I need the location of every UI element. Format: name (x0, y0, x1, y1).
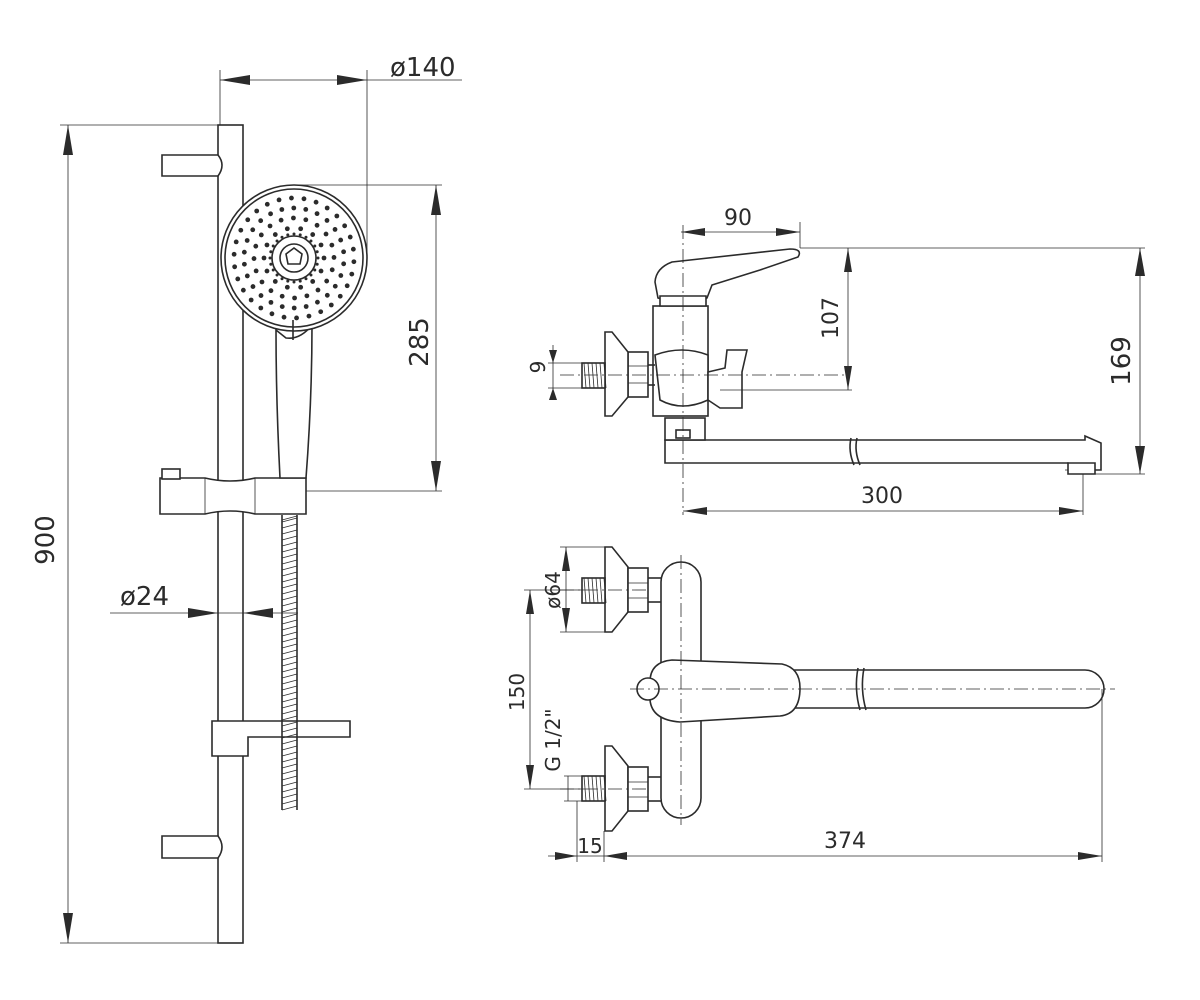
total-length-label: 374 (824, 829, 866, 854)
dimension-total-length: 374 (824, 689, 1103, 862)
shower-head-center (271, 235, 317, 281)
handset-length-label: 285 (405, 317, 435, 367)
shower-rail-set (159, 124, 368, 944)
head-diameter-label: ø140 (390, 53, 456, 83)
shower-nozzles (231, 195, 357, 321)
mixer-top-view (560, 546, 1115, 832)
connection-nut (627, 351, 649, 398)
dimension-thread-offset: 9 (526, 345, 584, 400)
dimension-thread-length: 15 (548, 801, 1102, 862)
thread-size-label: G 1/2" (541, 708, 565, 771)
rail-length-label: 900 (31, 515, 61, 565)
dimension-lever-width: 90 (681, 206, 801, 248)
lever-handle-side (654, 248, 801, 303)
spout-side (664, 434, 1102, 471)
dimension-total-height: 169 (1090, 248, 1145, 475)
thread-length-label: 15 (577, 834, 602, 858)
mixer-side-view (560, 225, 1102, 515)
lever-height-label: 107 (819, 297, 844, 339)
dimension-head-diameter: ø140 (219, 53, 462, 258)
lever-handle-top (649, 659, 801, 723)
shower-hose (281, 515, 298, 811)
thread-offset-label: 9 (526, 361, 550, 374)
wall-flange-side (604, 331, 629, 417)
lever-width-label: 90 (724, 206, 752, 231)
dimension-handset-length: 285 (294, 184, 442, 492)
dimension-rail-length: 900 (31, 124, 218, 944)
lower-flange-top (604, 745, 629, 832)
handset-handle (275, 322, 313, 479)
dimension-center-distance: 150 (505, 589, 584, 790)
soap-dish (211, 720, 351, 757)
total-height-label: 169 (1107, 336, 1137, 386)
handset-holder (159, 477, 307, 515)
spout-reach-label: 300 (861, 484, 903, 509)
diverter-knob-side (707, 349, 749, 409)
dimension-spout-reach: 300 (683, 474, 1084, 515)
top-wall-bracket (161, 154, 223, 177)
dimension-lever-height: 107 (720, 247, 1145, 391)
upper-flange-top (604, 546, 629, 633)
bottom-wall-bracket (161, 835, 223, 859)
rail-diameter-label: ø24 (120, 582, 169, 612)
diverter-ring (664, 417, 706, 441)
holder-knob (161, 468, 181, 480)
center-distance-label: 150 (505, 673, 529, 711)
dimension-rail-diameter: ø24 (110, 582, 298, 618)
dimension-thread-size: G 1/2" (541, 708, 584, 802)
